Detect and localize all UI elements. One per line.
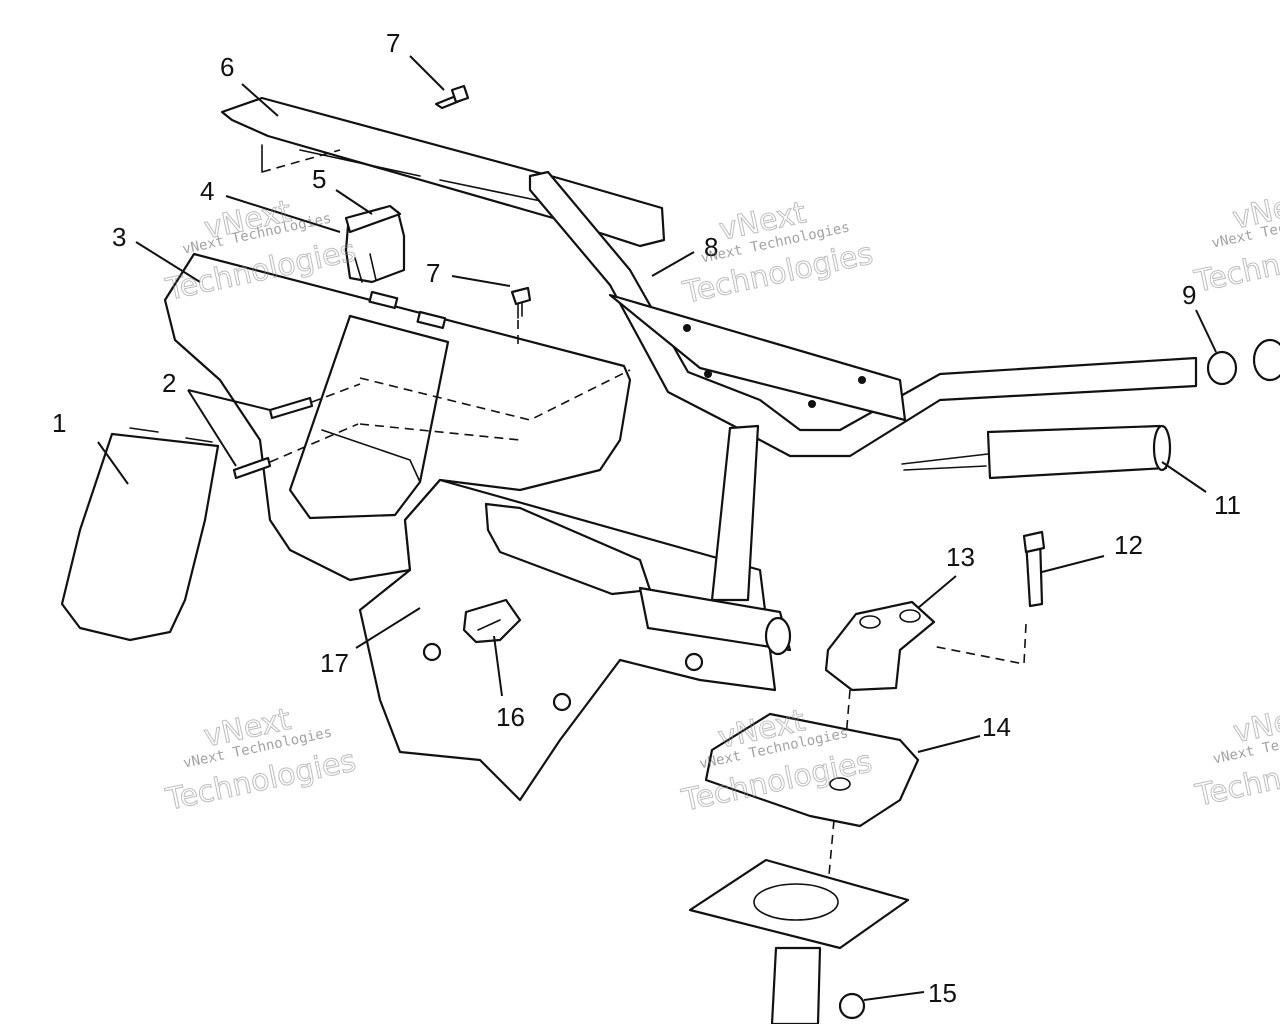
callout-13: 13	[946, 542, 975, 572]
watermark-bottom-left: vNext Technologies vNext Technologies	[162, 701, 360, 818]
callout-15: 15	[928, 978, 957, 1008]
callout-9: 9	[1182, 280, 1196, 310]
callout-3: 3	[112, 222, 126, 252]
callout-7-top: 7	[386, 28, 400, 58]
lower-panel-part	[358, 478, 777, 802]
lens-cover-part	[60, 427, 220, 642]
watermark-top-right: vNext Technologies vNext Technologies	[1190, 183, 1280, 300]
callout-14: 14	[982, 712, 1011, 742]
switch-part	[344, 204, 406, 284]
headlight-pod-part	[163, 252, 632, 582]
watermark-text: vNext	[1230, 698, 1280, 751]
callout-5: 5	[312, 164, 326, 194]
callout-8: 8	[704, 232, 718, 262]
callout-4: 4	[200, 176, 214, 206]
nut-part	[838, 992, 866, 1020]
callout-7-middle: 7	[426, 258, 440, 288]
clip-part	[462, 598, 522, 644]
screw-top-part	[434, 84, 470, 110]
watermark-text: vNext	[1230, 184, 1280, 237]
callout-6: 6	[220, 52, 234, 82]
callout-2: 2	[162, 368, 176, 398]
watermark-bottom-center: vNext Technologies vNext Technologies	[678, 703, 876, 820]
callout-11: 11	[1214, 490, 1241, 520]
steering-plate-part	[688, 858, 910, 1024]
screw-middle-part	[510, 286, 532, 350]
callout-1: 1	[52, 408, 66, 438]
grip-part	[901, 424, 1172, 480]
end-cap-part	[1206, 338, 1280, 386]
watermark-top-center: vNext Technologies vNext Technologies	[679, 195, 877, 312]
leader-lines	[97, 55, 1217, 1001]
callout-12: 12	[1114, 530, 1143, 560]
callout-16: 16	[496, 702, 525, 732]
watermark-bottom-right: vNext Technologies vNext Technologies	[1191, 697, 1280, 814]
bolt-part	[931, 530, 1046, 665]
handlebar-part	[528, 170, 1198, 656]
screws-part	[232, 383, 361, 480]
callout-17: 17	[320, 648, 349, 678]
